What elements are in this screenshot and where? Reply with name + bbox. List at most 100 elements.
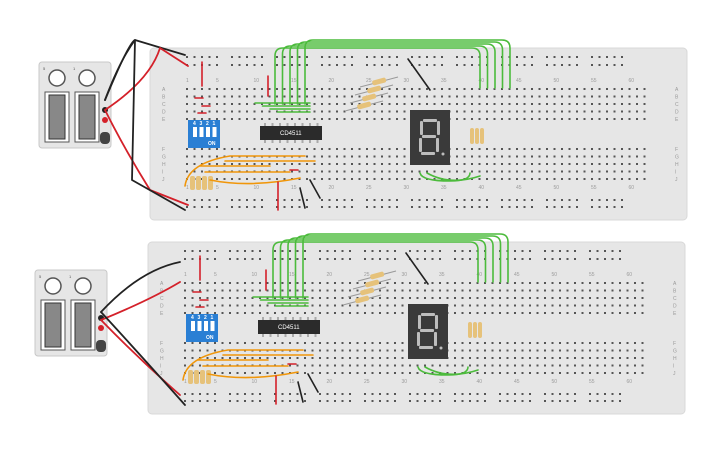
rail-hole[interactable] <box>591 64 593 66</box>
terminal-hole[interactable] <box>364 342 366 344</box>
green-wire[interactable] <box>419 172 471 182</box>
terminal-hole[interactable] <box>514 297 516 299</box>
terminal-hole[interactable] <box>484 349 486 352</box>
terminal-hole[interactable] <box>456 88 458 90</box>
terminal-hole[interactable] <box>641 357 644 359</box>
rail-hole[interactable] <box>276 199 278 201</box>
terminal-hole[interactable] <box>356 342 359 344</box>
black-wire[interactable] <box>407 58 431 91</box>
terminal-hole[interactable] <box>581 372 584 374</box>
terminal-hole[interactable] <box>216 103 218 105</box>
rail-hole[interactable] <box>283 199 286 201</box>
green-wire[interactable] <box>287 237 494 299</box>
terminal-hole[interactable] <box>396 155 398 158</box>
terminal-hole[interactable] <box>381 118 383 120</box>
terminal-hole[interactable] <box>546 95 548 98</box>
terminal-hole[interactable] <box>446 282 449 284</box>
terminal-hole[interactable] <box>186 95 188 98</box>
rail-hole[interactable] <box>426 64 428 66</box>
terminal-hole[interactable] <box>604 357 606 359</box>
terminal-hole[interactable] <box>319 282 321 284</box>
terminal-hole[interactable] <box>274 372 276 374</box>
terminal-hole[interactable] <box>304 364 306 367</box>
terminal-hole[interactable] <box>193 163 196 165</box>
terminal-hole[interactable] <box>626 364 629 367</box>
terminal-hole[interactable] <box>463 155 466 158</box>
terminal-hole[interactable] <box>636 163 638 165</box>
terminal-hole[interactable] <box>291 163 293 165</box>
terminal-hole[interactable] <box>306 148 308 150</box>
terminal-hole[interactable] <box>529 364 531 367</box>
rail-hole[interactable] <box>591 199 593 201</box>
terminal-hole[interactable] <box>216 178 218 180</box>
terminal-hole[interactable] <box>531 118 533 120</box>
terminal-hole[interactable] <box>326 297 329 299</box>
rail-hole[interactable] <box>281 258 284 260</box>
terminal-hole[interactable] <box>321 103 323 105</box>
rail-hole[interactable] <box>253 206 256 208</box>
rail-hole[interactable] <box>334 400 336 402</box>
dip-switch-toggle[interactable] <box>204 321 208 331</box>
terminal-hole[interactable] <box>371 342 374 344</box>
rail-hole[interactable] <box>523 56 526 58</box>
rail-hole[interactable] <box>416 250 419 252</box>
terminal-hole[interactable] <box>641 297 644 299</box>
psu-ground-terminal[interactable] <box>100 132 110 144</box>
terminal-hole[interactable] <box>214 357 216 359</box>
terminal-hole[interactable] <box>208 155 211 158</box>
terminal-hole[interactable] <box>358 118 361 120</box>
terminal-hole[interactable] <box>276 103 278 105</box>
terminal-hole[interactable] <box>441 103 443 105</box>
terminal-hole[interactable] <box>433 170 436 173</box>
rail-hole[interactable] <box>274 393 276 395</box>
terminal-hole[interactable] <box>246 88 248 90</box>
terminal-hole[interactable] <box>244 297 246 299</box>
terminal-hole[interactable] <box>296 289 299 292</box>
rail-hole[interactable] <box>246 206 248 208</box>
terminal-hole[interactable] <box>424 297 426 299</box>
terminal-hole[interactable] <box>351 95 353 98</box>
rail-hole[interactable] <box>349 400 351 402</box>
terminal-hole[interactable] <box>568 148 571 150</box>
terminal-hole[interactable] <box>501 103 503 105</box>
terminal-hole[interactable] <box>596 342 599 344</box>
terminal-hole[interactable] <box>581 282 584 284</box>
terminal-hole[interactable] <box>199 312 201 314</box>
rail-hole[interactable] <box>371 250 374 252</box>
terminal-hole[interactable] <box>508 163 511 165</box>
terminal-hole[interactable] <box>216 118 218 120</box>
rail-hole[interactable] <box>193 199 196 201</box>
terminal-hole[interactable] <box>561 155 563 158</box>
terminal-hole[interactable] <box>591 118 593 120</box>
terminal-hole[interactable] <box>634 342 636 344</box>
terminal-hole[interactable] <box>418 95 421 98</box>
terminal-hole[interactable] <box>289 364 291 367</box>
terminal-hole[interactable] <box>306 88 308 90</box>
rail-hole[interactable] <box>514 393 516 395</box>
rail-hole[interactable] <box>476 393 479 395</box>
rail-hole[interactable] <box>341 250 344 252</box>
terminal-hole[interactable] <box>268 178 271 180</box>
terminal-hole[interactable] <box>328 103 331 105</box>
rail-hole[interactable] <box>199 393 201 395</box>
terminal-hole[interactable] <box>529 349 531 352</box>
terminal-hole[interactable] <box>356 349 359 352</box>
terminal-hole[interactable] <box>343 88 346 90</box>
terminal-hole[interactable] <box>388 118 391 120</box>
rail-hole[interactable] <box>516 206 518 208</box>
terminal-hole[interactable] <box>596 349 599 352</box>
terminal-hole[interactable] <box>251 282 254 284</box>
rail-hole[interactable] <box>546 199 548 201</box>
terminal-hole[interactable] <box>373 118 376 120</box>
terminal-hole[interactable] <box>493 103 496 105</box>
red-wire[interactable] <box>104 109 189 206</box>
terminal-hole[interactable] <box>456 103 458 105</box>
terminal-hole[interactable] <box>349 289 351 292</box>
rail-hole[interactable] <box>621 199 623 201</box>
terminal-hole[interactable] <box>193 103 196 105</box>
terminal-hole[interactable] <box>313 170 316 173</box>
rail-hole[interactable] <box>366 56 368 58</box>
rail-hole[interactable] <box>214 393 216 395</box>
terminal-hole[interactable] <box>484 364 486 367</box>
terminal-hole[interactable] <box>193 88 196 90</box>
